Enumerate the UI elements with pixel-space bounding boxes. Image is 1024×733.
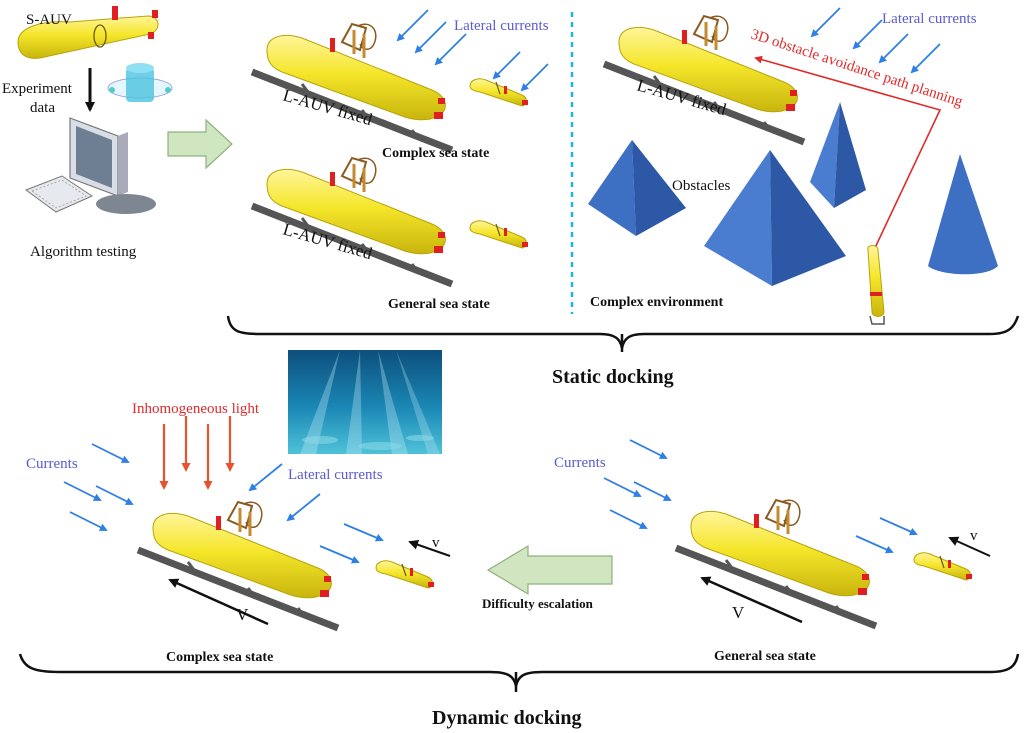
inhomogeneous-light-label: Inhomogeneous light [132, 401, 260, 417]
s-auv-general-static [469, 220, 529, 249]
s-auv-illustration [17, 6, 159, 59]
small-v-arrow-left [408, 539, 451, 557]
small-v-arrow-right [948, 536, 991, 557]
light-arrows [159, 416, 235, 490]
l-auv-general-dynamic [676, 500, 876, 626]
s-auv-label: S-AUV [26, 12, 72, 28]
v-arrow-left [168, 578, 269, 626]
general-sea-state-static-label: General sea state [388, 297, 490, 312]
lateral-currents-label-3: Lateral currents [288, 467, 383, 483]
currents-label-left: Currents [26, 456, 78, 472]
static-docking-title: Static docking [552, 366, 674, 388]
obstacles-label: Obstacles [672, 178, 730, 194]
lateral-current-arrows-2 [810, 7, 941, 74]
current-arrows-left [63, 443, 384, 564]
current-arrows-right [603, 439, 918, 554]
currents-label-right: Currents [554, 455, 606, 471]
dynamic-docking-title: Dynamic docking [432, 707, 581, 729]
obstacle-shapes [588, 102, 998, 286]
difficulty-escalation-label: Difficulty escalation [482, 596, 594, 611]
algorithm-testing-label: Algorithm testing [30, 244, 137, 260]
difficulty-escalation-arrow [486, 544, 613, 596]
underwater-light-photo [288, 350, 442, 454]
experiment-label: Experiment [2, 81, 73, 97]
general-sea-state-dynamic-label: General sea state [714, 649, 816, 664]
v-label-right: V [732, 603, 745, 622]
computer-icon [24, 117, 156, 214]
path-planning-arrow [754, 55, 942, 251]
small-v-label-left: v [432, 535, 440, 551]
v-label-left: V [236, 605, 249, 624]
small-v-label-right: v [970, 528, 978, 544]
s-auv-complex-dynamic [375, 560, 435, 589]
l-auv-complex-static [252, 24, 452, 150]
lateral-currents-label-1: Lateral currents [454, 18, 549, 34]
data-cylinder-icon [107, 63, 173, 102]
l-auv-general-static [252, 158, 452, 284]
v-arrow-right [700, 576, 803, 624]
data-label: data [30, 100, 55, 116]
s-auv-vertical [867, 245, 885, 325]
s-auv-general-dynamic [913, 552, 973, 581]
complex-environment-label: Complex environment [590, 295, 723, 310]
lateral-current-arrows-1 [396, 9, 549, 92]
lateral-currents-label-2: Lateral currents [882, 11, 977, 27]
s-auv-complex-static [469, 78, 529, 107]
complex-sea-state-static-label: Complex sea state [382, 146, 489, 161]
complex-sea-state-dynamic-label: Complex sea state [166, 650, 273, 665]
big-right-arrow-icon [167, 118, 233, 170]
